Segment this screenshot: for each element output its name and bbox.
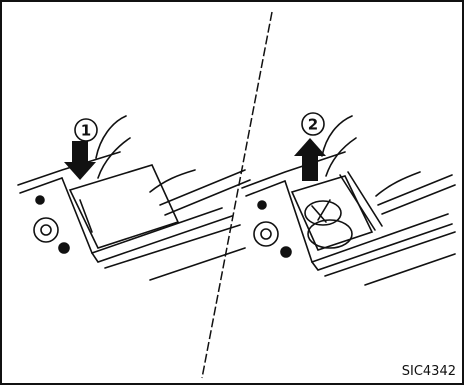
hand-outline — [150, 170, 195, 192]
console-edge-top-2 — [246, 181, 285, 196]
knob-small-bottom — [281, 247, 291, 257]
figure-code: SIC4342 — [402, 364, 456, 379]
console-edge-lower-2 — [105, 225, 240, 268]
console-edge-lower — [92, 216, 232, 262]
tray-lid — [70, 165, 178, 248]
hand-outline — [376, 172, 420, 196]
finger-outline — [96, 116, 126, 158]
knob-large — [34, 218, 58, 242]
knob-large-center — [261, 229, 271, 239]
knob-large-center — [41, 225, 51, 235]
step-1-number: 1 — [81, 122, 91, 140]
knob-small-top — [36, 196, 44, 204]
inner-cross — [312, 200, 330, 222]
finger-outline — [322, 116, 352, 156]
console-edge-top — [242, 152, 345, 188]
step-2-marker: 2 — [302, 113, 324, 135]
panel-step-2 — [242, 116, 455, 285]
console-edge-top-2 — [20, 178, 62, 193]
console-edge-lower-2 — [325, 232, 455, 276]
knob-small-top — [258, 201, 266, 209]
console-edge-lower-3 — [150, 248, 245, 280]
knob-large — [254, 222, 278, 246]
knob-small-bottom — [59, 243, 69, 253]
compartment-rail — [340, 175, 375, 230]
step-1-marker: 1 — [75, 119, 97, 141]
panel-step-1 — [18, 116, 250, 280]
step-2-number: 2 — [308, 116, 318, 134]
